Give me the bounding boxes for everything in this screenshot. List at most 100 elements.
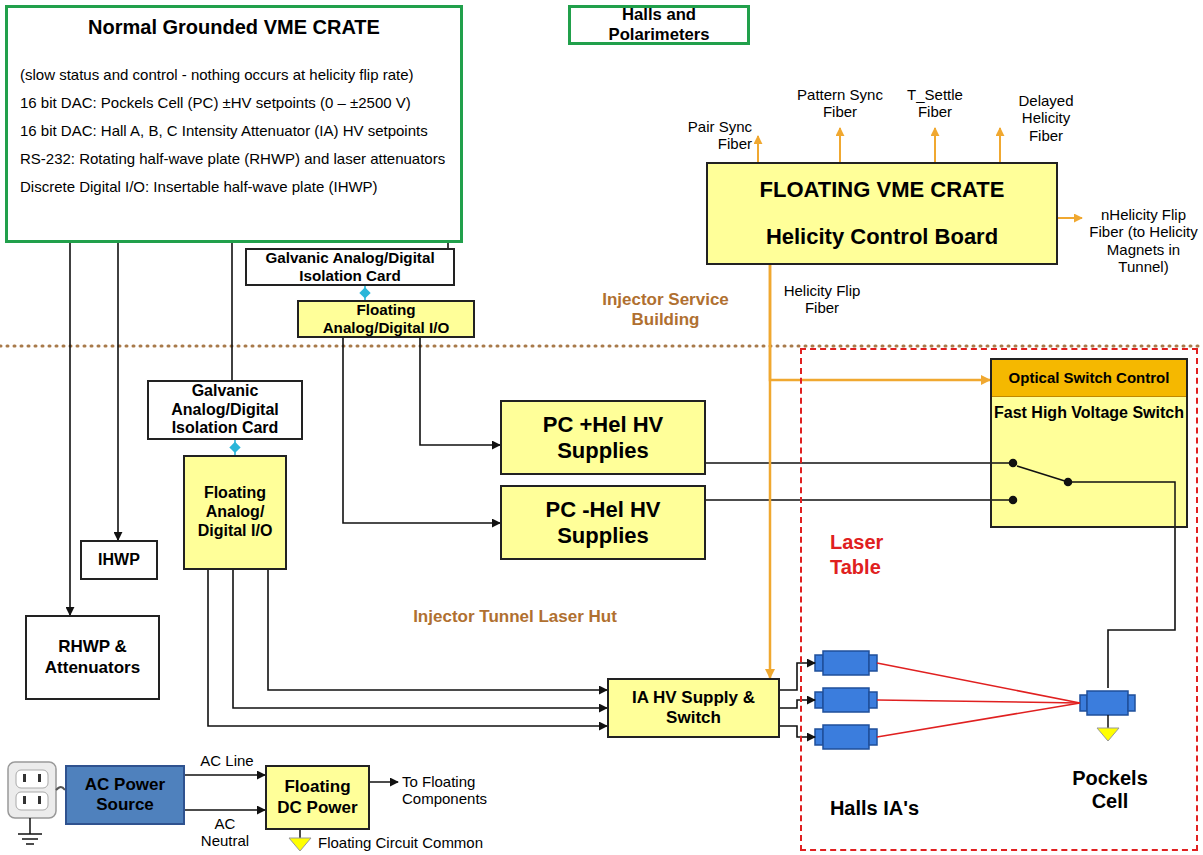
- output-arrow: [370, 781, 398, 783]
- fiber-arrows: [839, 128, 841, 162]
- wire-connector: [69, 243, 71, 615]
- laser-table-region: Laser Table Optical Switch ControlFast Hi…: [800, 348, 1198, 851]
- attenuator-cylinders: [815, 655, 823, 671]
- hv-supply-box: IA HV Supply & Switch: [607, 678, 780, 738]
- isolation-card: Galvanic Analog/Digital Isolation Card: [147, 380, 303, 440]
- fiber-arrows: [999, 128, 1001, 162]
- power-outlet-icon: [38, 774, 41, 782]
- power-supply-box: Floating DC Power: [265, 765, 370, 830]
- hv-supply-box: PC +Hel HV Supplies: [500, 400, 706, 475]
- power-outlet-icon: [56, 787, 65, 790]
- node-heading: Laser Table: [830, 530, 920, 580]
- wire-connector: [1108, 528, 1175, 688]
- node-text: 16 bit DAC: Pockels Cell (PC) ±HV setpoi…: [20, 93, 448, 113]
- wire-connector: [185, 774, 265, 776]
- pockels-cylinder: [1128, 695, 1135, 711]
- wire-connector: [706, 462, 990, 464]
- note-label: To Floating Components: [402, 773, 520, 808]
- attenuator-group: Halls IA's: [812, 650, 937, 820]
- attenuator-cylinders: [823, 688, 869, 712]
- node-heading: FLOATING VME CRATE: [760, 177, 1005, 203]
- node-text: 16 bit DAC: Hall A, B, C Intensity Atten…: [20, 121, 448, 141]
- signal-label: nHelicity Flip Fiber (to Helicity Magnet…: [1086, 206, 1201, 275]
- node-heading: Optical Switch Control: [992, 360, 1186, 397]
- node-text: Helicity Control Board: [766, 224, 998, 250]
- node-heading: Floating Analog/ Digital I/O: [191, 484, 279, 541]
- power-outlet-icon: [16, 792, 48, 810]
- attenuator-cylinders: [815, 729, 823, 745]
- pockels-cylinder: [1080, 695, 1087, 711]
- floating-io-box: Floating Analog/ Digital I/O: [183, 455, 287, 570]
- node-text: (slow status and control - nothing occur…: [20, 65, 448, 85]
- floating-ground-symbol: [289, 838, 311, 851]
- laser-beam: [877, 663, 1080, 703]
- floating-ground-symbol: [1107, 715, 1109, 728]
- edge-label: AC Line: [190, 752, 264, 769]
- attenuator-cylinders: [869, 729, 877, 745]
- switch-symbol: [1010, 460, 1017, 467]
- earth-ground-symbol: [18, 833, 42, 835]
- earth-ground-symbol: [29, 818, 31, 834]
- node-heading: Halls IA's: [812, 797, 937, 820]
- signal-label: Pattern Sync Fiber: [795, 86, 885, 121]
- wire-connector: [706, 499, 990, 501]
- node-heading: Galvanic Analog/Digital Isolation Card: [253, 249, 447, 285]
- node-heading: Galvanic Analog/Digital Isolation Card: [155, 382, 295, 439]
- power-source-box: AC Power Source: [65, 765, 185, 825]
- switch-symbol: [1010, 497, 1017, 504]
- power-outlet-icon: [8, 762, 56, 818]
- power-outlet-icon: [16, 770, 48, 788]
- signal-label: Delayed Helicity Fiber: [1006, 92, 1086, 144]
- attenuator-cylinders: [869, 692, 877, 708]
- signal-label: Pair Sync Fiber: [672, 118, 752, 153]
- node-text: Fast High Voltage Switch: [992, 397, 1186, 423]
- node-heading: RHWP & Attenuators: [33, 637, 152, 677]
- fiber-arrows: [934, 128, 936, 162]
- switch-symbol: [990, 460, 1175, 529]
- node-heading: PC +Hel HV Supplies: [508, 412, 698, 464]
- wire-connector: [233, 570, 607, 708]
- device-box: IHWP: [80, 540, 158, 580]
- pockels-cell: Pockels Cell: [1060, 688, 1160, 813]
- node-heading: Pockels Cell: [1060, 767, 1160, 813]
- wire-connector: [343, 338, 500, 523]
- power-outlet-icon: [38, 796, 41, 804]
- vme-crate-box: Normal Grounded VME CRATE(slow status an…: [5, 5, 463, 243]
- device-box: RHWP & Attenuators: [25, 615, 160, 700]
- node-heading: Floating DC Power: [273, 777, 362, 817]
- wire-connector: [117, 243, 119, 540]
- area-label: Injector Service Building: [578, 290, 753, 329]
- switch-symbol: [1068, 482, 1175, 528]
- node-text: Discrete Digital I/O: Insertable half-wa…: [20, 177, 448, 197]
- wire-connector: [208, 570, 607, 726]
- node-heading: Halls and Polarimeters: [577, 5, 741, 44]
- hv-supply-box: PC -Hel HV Supplies: [500, 485, 706, 560]
- floating-crate-box: FLOATING VME CRATE Helicity Control Board: [706, 162, 1058, 265]
- pockels-cylinder: [1087, 691, 1128, 715]
- attenuator-cylinders: [823, 725, 869, 749]
- attenuator-cylinders: [815, 692, 823, 708]
- floating-io-box: Floating Analog/Digital I/O: [297, 300, 475, 338]
- signal-label: T_Settle Fiber: [895, 86, 975, 121]
- wire-connector: [780, 663, 815, 690]
- earth-ground-symbol: [26, 843, 34, 845]
- isolation-diamond: [359, 287, 370, 298]
- edge-label: AC Neutral: [192, 815, 258, 850]
- attenuator-cylinders: [815, 651, 877, 749]
- node-text: RS-232: Rotating half-wave plate (RHWP) …: [20, 149, 448, 169]
- node-heading: IA HV Supply & Switch: [615, 688, 772, 728]
- attenuator-cylinders: [869, 655, 877, 671]
- floating-ground-symbol: [1097, 728, 1119, 741]
- laser-beam: [877, 700, 1080, 703]
- hv-switch-box: Optical Switch ControlFast High Voltage …: [990, 358, 1188, 528]
- power-outlet-icon: [8, 762, 65, 818]
- attenuator-cylinders: [823, 651, 869, 675]
- switch-body: [990, 358, 1188, 528]
- laser-beam: [877, 703, 1080, 737]
- wire-connector: [185, 809, 265, 811]
- fiber-connector: [770, 265, 990, 380]
- wire-connector: [420, 338, 500, 445]
- wire-connector: [780, 726, 815, 737]
- node-heading: PC -Hel HV Supplies: [508, 497, 698, 549]
